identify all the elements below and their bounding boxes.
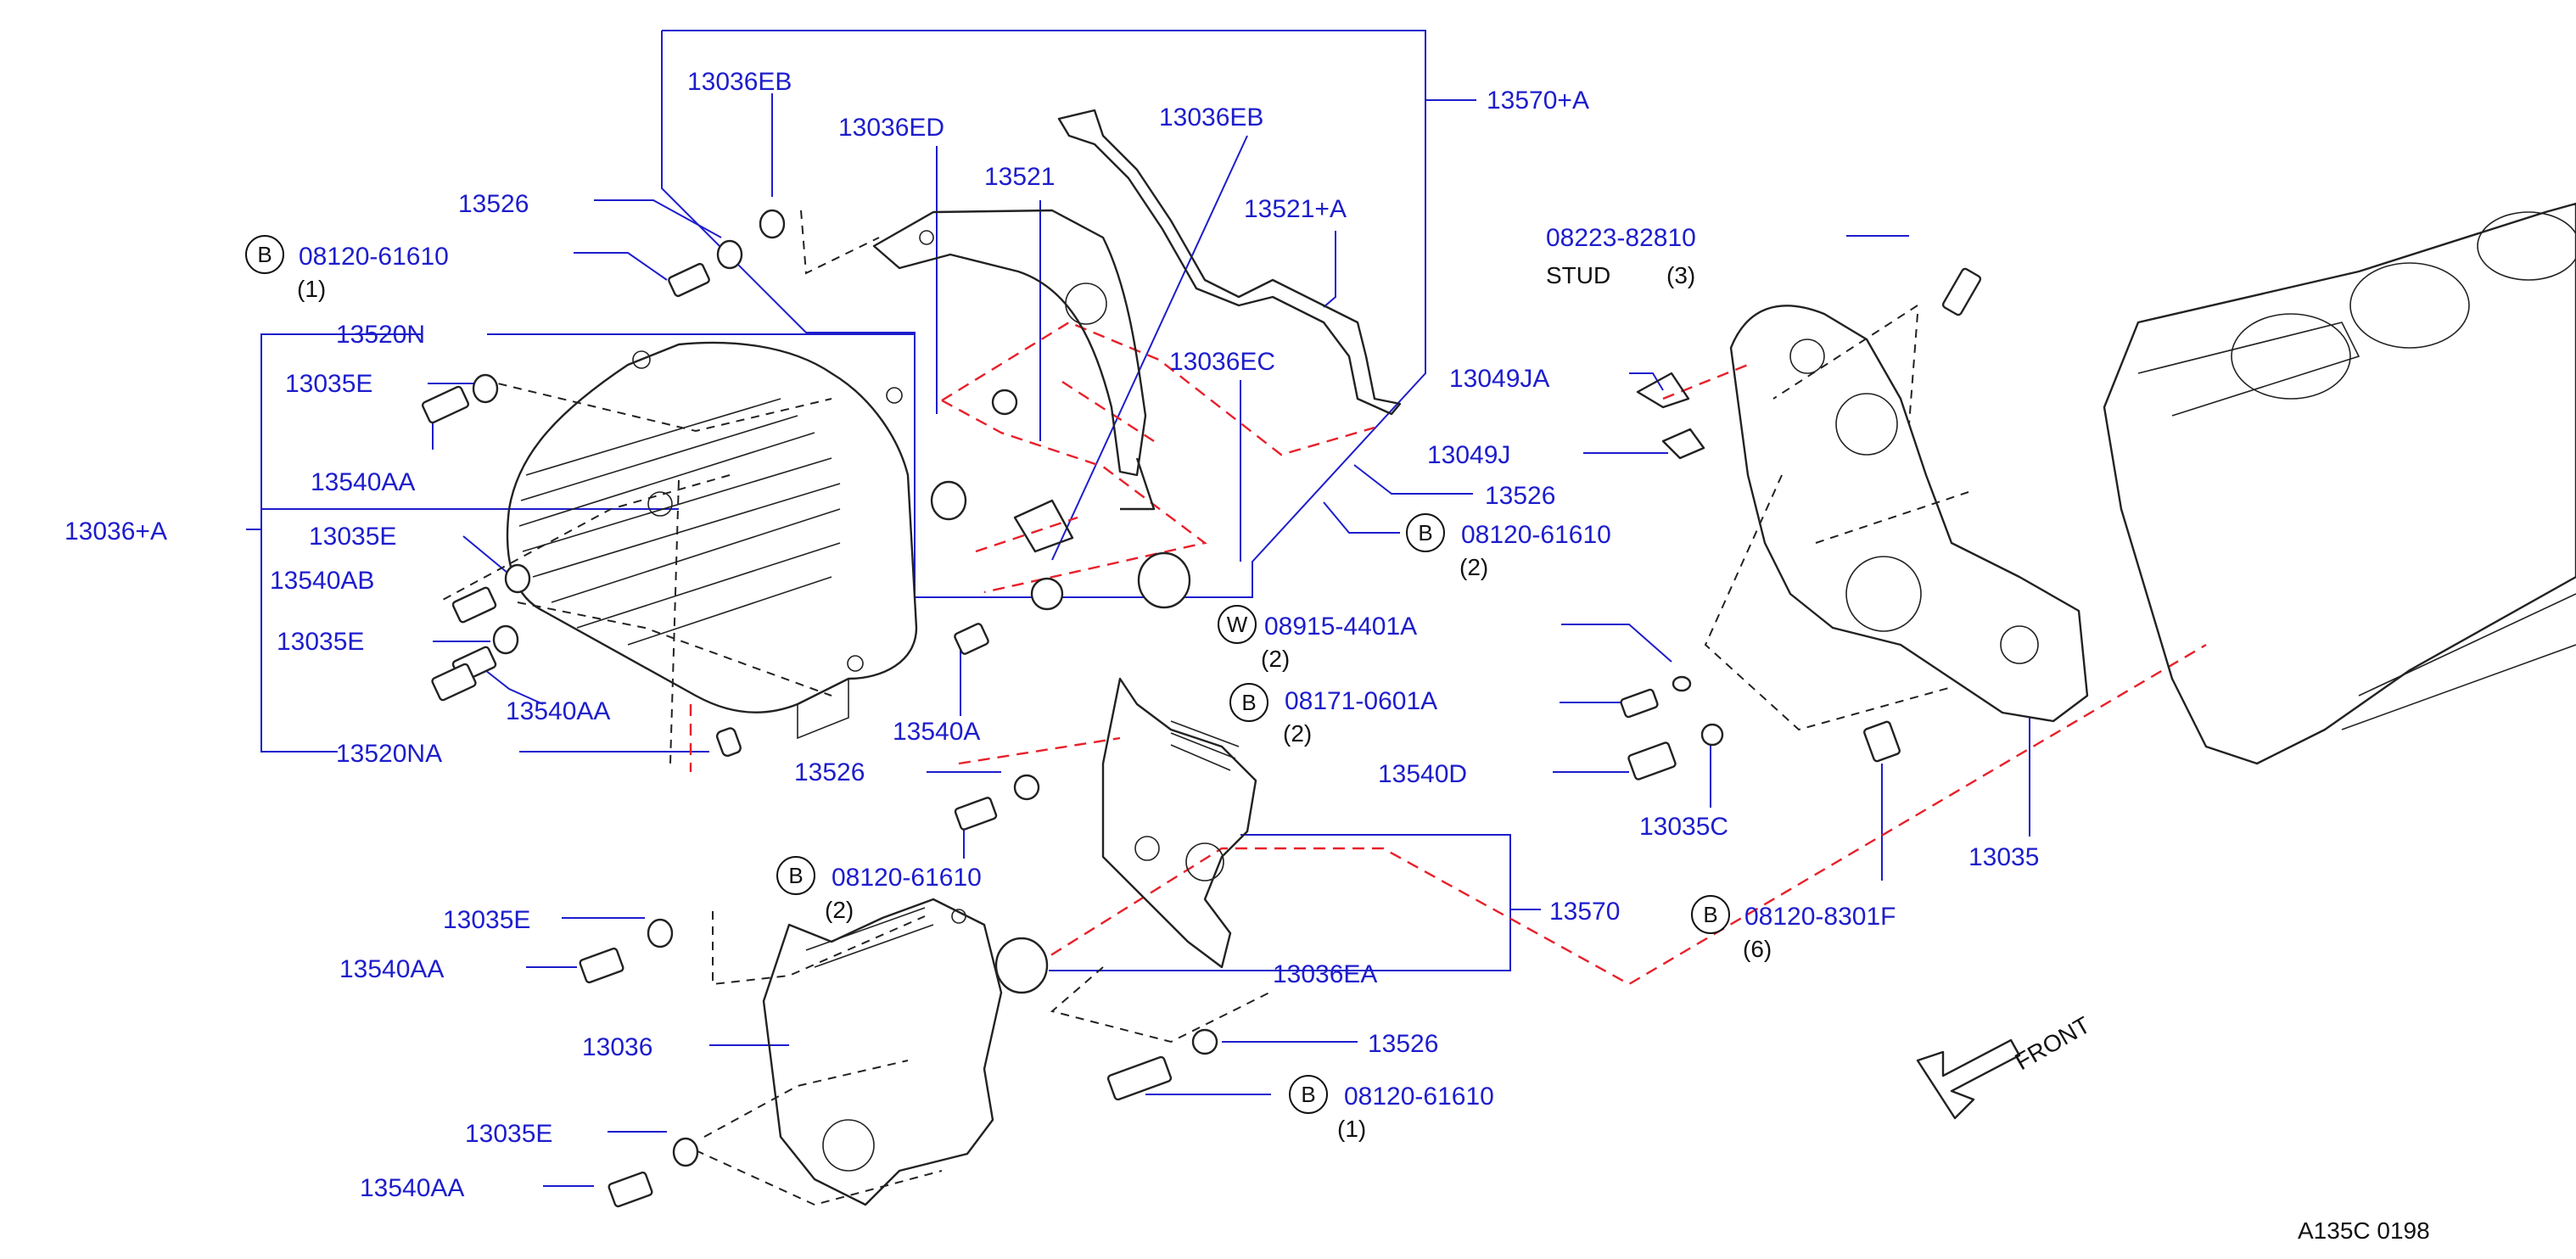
quantity-note: (2) xyxy=(1283,720,1312,747)
engine-block xyxy=(2103,202,2576,765)
stud-note: STUD xyxy=(1546,262,1610,288)
part-label-13035e: 13035E xyxy=(277,628,364,656)
bolt-symbol: B xyxy=(776,856,815,895)
quantity-note: (2) xyxy=(825,897,854,923)
part-label-13526: 13526 xyxy=(458,190,529,218)
bolt-symbol: B xyxy=(1691,895,1730,934)
part-label-08120-61610: 08120-61610 xyxy=(832,864,982,892)
upper-left-fasteners xyxy=(421,239,989,702)
part-label-13570-a: 13570+A xyxy=(1487,87,1589,115)
rear-plate xyxy=(1636,267,2089,723)
bolt-symbol: B xyxy=(245,235,284,274)
svg-text:B: B xyxy=(1418,520,1432,546)
part-label-08171-0601a: 08171-0601A xyxy=(1285,687,1437,715)
part-label-13540aa: 13540AA xyxy=(311,468,415,496)
upper-timing-cover xyxy=(506,341,918,758)
bolt-symbol: B xyxy=(1229,683,1268,722)
assembly-lines xyxy=(440,210,1969,1206)
part-label-13521: 13521 xyxy=(984,163,1055,191)
part-label-08223-82810: 08223-82810 xyxy=(1546,224,1696,252)
part-label-13036ec: 13036EC xyxy=(1169,348,1275,376)
middle-timing-cover xyxy=(954,677,1257,994)
alignment-lines xyxy=(689,321,2207,986)
quantity-note: (2) xyxy=(1261,646,1290,672)
part-label-13049j: 13049J xyxy=(1427,441,1510,469)
part-label-13520na: 13520NA xyxy=(336,740,442,768)
svg-text:W: W xyxy=(1227,612,1248,637)
part-label-13036eb: 13036EB xyxy=(1159,104,1263,131)
part-label-13540aa: 13540AA xyxy=(506,697,610,725)
part-label-13540ab: 13540AB xyxy=(270,567,374,595)
part-label-08120-61610: 08120-61610 xyxy=(1461,521,1611,549)
part-label-13540a: 13540A xyxy=(893,718,980,746)
part-label-13540aa: 13540AA xyxy=(360,1174,464,1202)
part-label-13035: 13035 xyxy=(1968,843,2039,871)
upper-seal-set xyxy=(759,109,1402,611)
part-label-13035c: 13035C xyxy=(1639,813,1728,841)
part-label-13036: 13036 xyxy=(582,1033,652,1061)
washer-symbol: W xyxy=(1218,605,1257,644)
part-labels: 13036EB 13036ED 13036EB 13570+A 13521 13… xyxy=(64,68,2430,1244)
part-label-13570: 13570 xyxy=(1549,898,1620,926)
part-label-08120-8301f: 08120-8301F xyxy=(1744,903,1896,931)
part-label-13526: 13526 xyxy=(1485,482,1555,510)
part-label-13520n: 13520N xyxy=(336,321,425,349)
lower-timing-cover xyxy=(579,898,1218,1208)
svg-text:B: B xyxy=(257,242,272,267)
quantity-note: (6) xyxy=(1743,936,1772,962)
part-label-13049ja: 13049JA xyxy=(1449,365,1549,393)
svg-text:B: B xyxy=(788,863,803,888)
part-label-08915-4401a: 08915-4401A xyxy=(1264,613,1417,641)
svg-text:B: B xyxy=(1301,1082,1315,1107)
part-label-13035e: 13035E xyxy=(443,906,530,934)
bolt-symbol: B xyxy=(1289,1075,1328,1114)
quantity-note: (1) xyxy=(1337,1116,1366,1142)
front-arrow-icon xyxy=(1916,1038,2021,1120)
part-label-13035e: 13035E xyxy=(285,370,372,398)
part-label-13526: 13526 xyxy=(1368,1030,1438,1058)
svg-text:B: B xyxy=(1241,690,1256,715)
quantity-note: (2) xyxy=(1459,554,1488,580)
symbol-markers: B B W B B B B xyxy=(245,235,1730,1114)
part-label-13540d: 13540D xyxy=(1378,760,1467,788)
front-label: FRONT xyxy=(2011,1011,2095,1075)
svg-text:B: B xyxy=(1703,902,1717,927)
part-label-13540aa: 13540AA xyxy=(339,955,444,983)
diagram-reference: A135C 0198 xyxy=(2298,1217,2430,1244)
quantity-note: (3) xyxy=(1666,262,1695,288)
part-label-08120-61610: 08120-61610 xyxy=(1344,1083,1494,1111)
part-label-08120-61610: 08120-61610 xyxy=(299,243,449,271)
part-label-13035e: 13035E xyxy=(309,523,396,551)
right-fasteners xyxy=(1620,675,1901,781)
part-label-13036eb: 13036EB xyxy=(687,68,792,96)
quantity-note: (1) xyxy=(297,276,326,302)
part-label-13521-a: 13521+A xyxy=(1244,195,1347,223)
part-label-13036ed: 13036ED xyxy=(838,114,944,142)
part-label-13035e: 13035E xyxy=(465,1120,552,1148)
part-label-13526: 13526 xyxy=(794,758,865,786)
bolt-symbol: B xyxy=(1406,513,1445,552)
part-label-13036ea: 13036EA xyxy=(1273,960,1377,988)
part-label-13036-a: 13036+A xyxy=(64,518,167,546)
